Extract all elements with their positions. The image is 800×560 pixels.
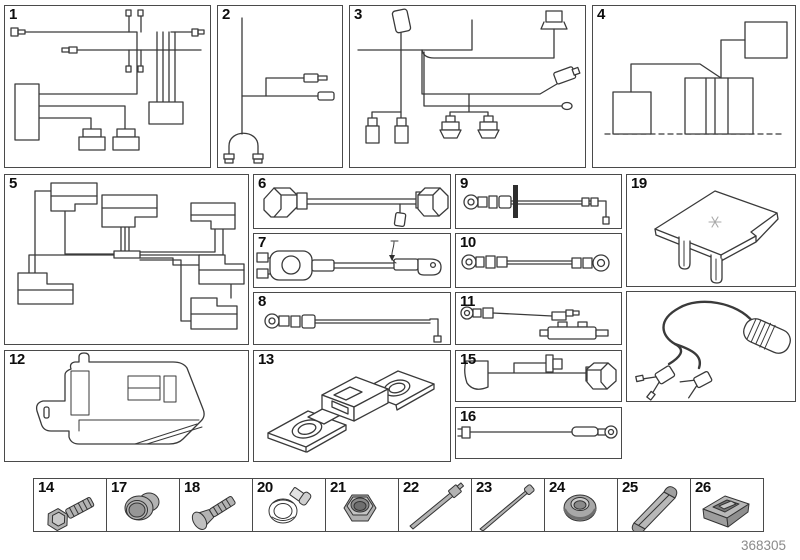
mounting-schematic-icon <box>604 21 788 135</box>
part-number-label: 4 <box>597 6 605 23</box>
part-panel-16[interactable]: 16 <box>455 407 622 459</box>
part-number-label: 5 <box>9 175 17 192</box>
part-number-label: 9 <box>460 175 468 192</box>
adapter-lead-icon <box>464 354 617 390</box>
part-number-label: 11 <box>460 293 475 310</box>
part-panel-10[interactable]: 10 <box>455 233 622 288</box>
hose-clamp-icon <box>268 487 312 524</box>
part-number-label: 17 <box>111 479 127 496</box>
part-number-label: 23 <box>476 479 492 496</box>
grommet-plug-icon <box>124 492 160 521</box>
part-panel-1[interactable]: 1 <box>4 5 211 168</box>
part-number-label: 18 <box>184 479 200 496</box>
part-panel-18[interactable]: 18 <box>179 478 253 532</box>
part-number-label: 19 <box>631 175 647 192</box>
rubber-grommet-ring-icon <box>563 494 597 522</box>
part-number-label: 8 <box>258 293 266 310</box>
ground-cable-grommet-icon <box>463 185 610 225</box>
part-panel-24[interactable]: 24 <box>544 478 618 532</box>
part-number-label: 24 <box>549 479 565 496</box>
cage-clip-icon <box>702 495 750 528</box>
part-panel-25[interactable]: 25 <box>617 478 691 532</box>
part-number-label: 20 <box>257 479 273 496</box>
cable-with-fuse-holder-icon <box>460 306 609 340</box>
part-number-label: 12 <box>9 351 25 368</box>
wiring-harness-icon <box>10 9 205 151</box>
part-number-label: 2 <box>222 6 230 23</box>
part-panel-26[interactable]: 26 <box>690 478 764 532</box>
part-panel-15[interactable]: 15 <box>455 350 622 402</box>
part-number-label: 15 <box>460 351 476 368</box>
oval-head-screw-icon <box>191 496 236 530</box>
part-number-label: 22 <box>403 479 419 496</box>
part-number-label: 14 <box>38 479 54 496</box>
part-panel-13[interactable]: 13 <box>253 350 451 462</box>
figure-number: 368305 <box>740 538 786 553</box>
cable-with-loop-icon <box>223 17 335 164</box>
cover-cap-icon <box>654 190 779 284</box>
part-panel-11[interactable]: 11 <box>455 292 622 345</box>
part-number-label: 26 <box>695 479 711 496</box>
part-panel-4[interactable]: 4 <box>592 5 796 168</box>
part-number-label: 10 <box>460 234 476 251</box>
cable-tie-icon <box>409 482 465 530</box>
control-module-cover-icon <box>35 352 205 445</box>
part-panel-12[interactable]: 12 <box>4 350 249 462</box>
protective-sleeve-icon <box>631 486 678 531</box>
part-number-label: 1 <box>9 6 17 23</box>
wiring-harness-junction-icon <box>17 182 245 330</box>
part-panel-14[interactable]: 14 <box>33 478 107 532</box>
part-panel-19[interactable]: 19 <box>626 174 796 287</box>
part-number-label: 6 <box>258 175 266 192</box>
battery-cable-icon <box>461 254 610 272</box>
single-wire-icon <box>457 425 618 439</box>
part-number-label: 16 <box>460 408 476 425</box>
part-panel-21[interactable]: 21 <box>325 478 399 532</box>
part-panel-6[interactable]: 6 <box>253 174 451 229</box>
part-panel-5[interactable]: 5 <box>4 174 249 345</box>
part-number-label: 13 <box>258 351 274 368</box>
part-panel-27[interactable] <box>626 291 796 402</box>
part-number-label: 7 <box>258 234 266 251</box>
part-number-label: 25 <box>622 479 638 496</box>
part-panel-20[interactable]: 20 <box>252 478 326 532</box>
part-panel-23[interactable]: 23 <box>471 478 545 532</box>
part-panel-22[interactable]: 22 <box>398 478 472 532</box>
hex-nut-icon <box>343 494 377 522</box>
part-panel-8[interactable]: 8 <box>253 292 451 345</box>
hex-bolt-icon <box>47 497 95 531</box>
test-lead-cable-icon <box>635 300 791 401</box>
cable-tie-long-icon <box>479 484 535 531</box>
battery-terminal-cable-icon <box>256 240 442 281</box>
part-panel-7[interactable]: 7 <box>253 233 451 288</box>
fusible-link-icon <box>267 370 435 453</box>
part-number-label: 21 <box>330 479 346 496</box>
wiring-harness-connectors-icon <box>357 8 581 144</box>
part-panel-2[interactable]: 2 <box>217 5 343 168</box>
part-number-label: 3 <box>354 6 362 23</box>
part-panel-3[interactable]: 3 <box>349 5 586 168</box>
ground-cable-icon <box>264 313 442 343</box>
adapter-cable-icon <box>263 187 449 228</box>
part-panel-17[interactable]: 17 <box>106 478 180 532</box>
part-panel-9[interactable]: 9 <box>455 174 622 229</box>
